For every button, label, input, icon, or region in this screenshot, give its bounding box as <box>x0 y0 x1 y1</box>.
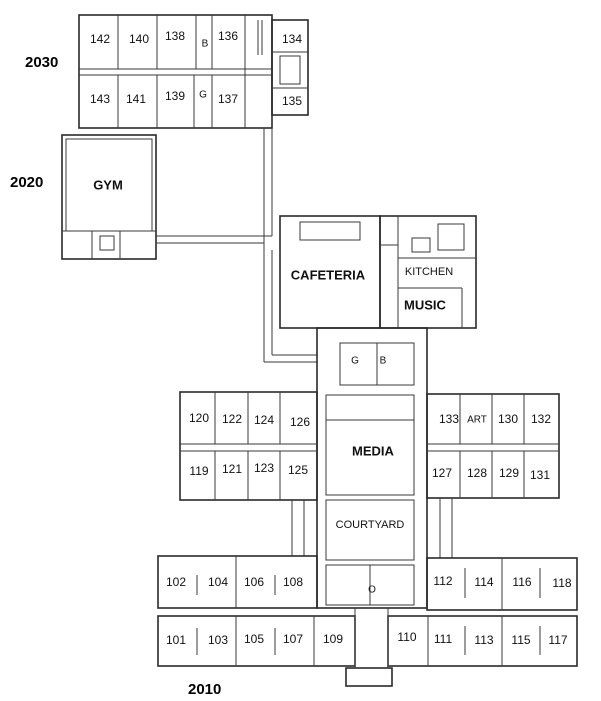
room-140: 140 <box>129 32 149 46</box>
room-135: 135 <box>282 94 302 108</box>
room-111: 111 <box>434 632 453 646</box>
room-139: 139 <box>165 89 185 103</box>
room-142: 142 <box>90 32 110 46</box>
wing-label-2010: 2010 <box>188 681 221 698</box>
gym-label: GYM <box>93 177 123 192</box>
room-114: 114 <box>474 575 493 589</box>
wing-127-133 <box>426 393 560 499</box>
room-141: 141 <box>126 92 146 106</box>
room-120: 120 <box>189 411 209 425</box>
room-123: 123 <box>254 461 274 475</box>
wing-label-2030: 2030 <box>25 54 58 71</box>
restroom-g-label-center: G <box>351 356 359 367</box>
room-101: 101 <box>166 633 186 647</box>
room-105: 105 <box>244 632 264 646</box>
room-143: 143 <box>90 92 110 106</box>
room-131: 131 <box>530 468 550 482</box>
room-129: 129 <box>499 466 519 480</box>
room-103: 103 <box>208 633 228 647</box>
room-102: 102 <box>166 575 186 589</box>
room-116: 116 <box>512 575 531 589</box>
wing-101-109 <box>157 555 356 667</box>
room-130: 130 <box>498 412 518 426</box>
room-124: 124 <box>254 413 274 427</box>
room-106: 106 <box>244 575 264 589</box>
room-121: 121 <box>222 462 242 476</box>
room-110: 110 <box>397 630 416 644</box>
room-137: 137 <box>218 92 238 106</box>
restroom-b-label-center: B <box>380 356 387 367</box>
wing-2020-gym <box>61 134 157 260</box>
room-128: 128 <box>467 466 487 480</box>
room-115: 115 <box>511 633 530 647</box>
room-138: 138 <box>165 29 185 43</box>
cafeteria-label: CAFETERIA <box>291 267 366 282</box>
room-104: 104 <box>208 575 228 589</box>
wing-label-2020: 2020 <box>10 174 43 191</box>
main-entrance <box>345 608 393 687</box>
lower-connectors <box>291 498 453 558</box>
art-label: ART <box>467 415 487 426</box>
room-109: 109 <box>323 632 343 646</box>
room-113: 113 <box>474 633 493 647</box>
wing-2030 <box>78 14 309 129</box>
kitchen-label: KITCHEN <box>405 266 453 278</box>
room-127: 127 <box>432 466 452 480</box>
room-125: 125 <box>288 463 308 477</box>
room-117: 117 <box>548 633 567 647</box>
restroom-g-label-2030: G <box>199 90 207 101</box>
central-spine <box>316 327 428 609</box>
connector-corridors <box>156 128 317 363</box>
courtyard-label: COURTYARD <box>336 519 405 531</box>
room-119: 119 <box>189 464 208 478</box>
wing-119-126 <box>179 391 318 501</box>
media-label: MEDIA <box>352 443 395 458</box>
room-134: 134 <box>282 32 302 46</box>
room-107: 107 <box>283 632 303 646</box>
office-label: O <box>368 585 376 596</box>
music-label: MUSIC <box>404 297 447 312</box>
restroom-b-label-2030: B <box>202 39 209 50</box>
room-112: 112 <box>433 574 452 588</box>
room-136: 136 <box>218 29 238 43</box>
room-132: 132 <box>531 412 551 426</box>
room-122: 122 <box>222 412 242 426</box>
room-108: 108 <box>283 575 303 589</box>
room-118: 118 <box>552 576 571 590</box>
room-126: 126 <box>290 415 310 429</box>
room-133: 133 <box>439 412 459 426</box>
